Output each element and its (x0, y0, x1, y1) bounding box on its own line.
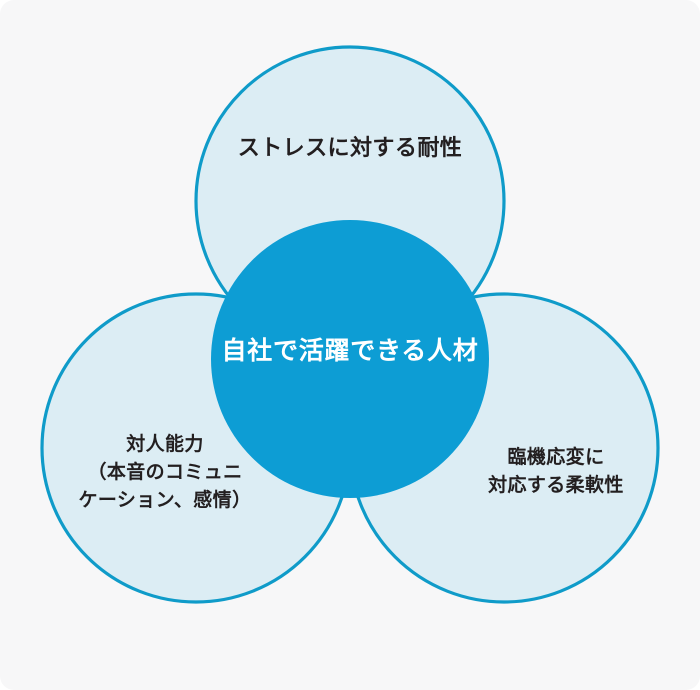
venn-center-circle (211, 220, 489, 498)
